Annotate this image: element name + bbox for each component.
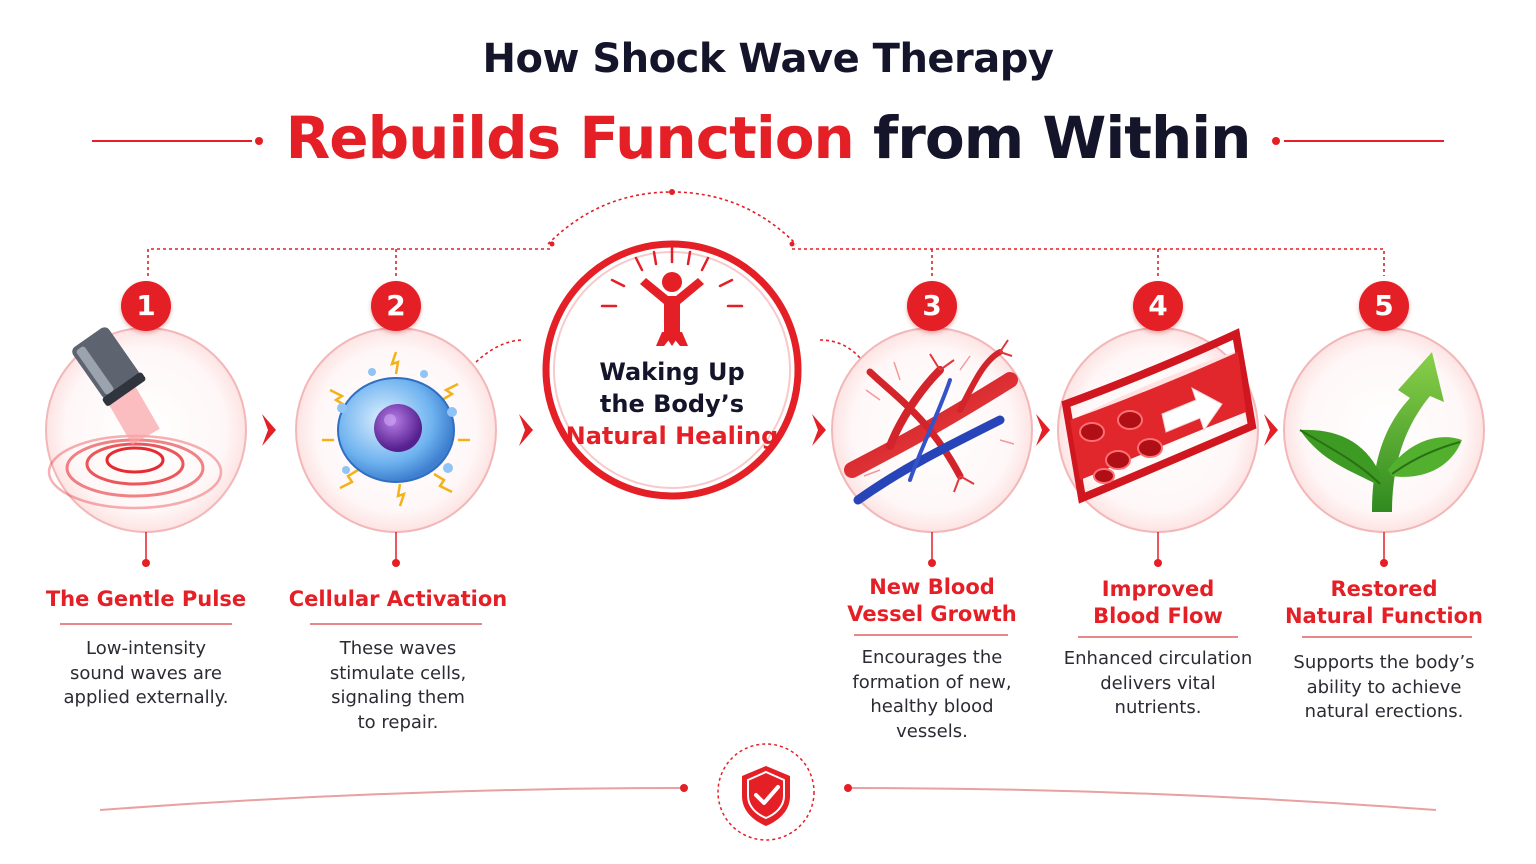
step-2-description: These waves stimulate cells, signaling t…: [329, 638, 467, 733]
center-line-3: Natural Healing: [565, 422, 779, 450]
title-rule-right-dot: [1272, 137, 1280, 145]
step-2-number: 2: [371, 281, 421, 331]
center-line-2: the Body’s: [599, 390, 745, 418]
chevron-right-icon: [262, 414, 276, 446]
title-line-1: How Shock Wave Therapy: [482, 36, 1054, 82]
step-2-label: Cellular Activation: [288, 587, 508, 611]
shockwave-applicator-icon: [47, 327, 223, 510]
sprout-growth-arrow-icon: [1299, 352, 1462, 512]
step-5-label: Restored Natural Function: [1284, 577, 1484, 628]
step-1-label: The Gentle Pulse: [45, 587, 247, 611]
step-3-number: 3: [907, 281, 957, 331]
bracket-dot-right: [789, 241, 795, 247]
step-1-rule: [60, 623, 232, 625]
footer-line-right: [851, 787, 1437, 811]
person-joy-icon: [600, 246, 744, 346]
flow-chevrons: [262, 414, 1278, 446]
top-bracket-dot: [669, 189, 675, 195]
step-4-description: Enhanced circulation delivers vital nutr…: [1063, 648, 1253, 718]
footer-line-left: [99, 787, 685, 811]
step-5-description: Supports the body’s ability to achieve n…: [1293, 652, 1475, 722]
activated-cell-icon: [322, 351, 470, 507]
chevron-right-icon: [1264, 414, 1278, 446]
step-4-number: 4: [1133, 281, 1183, 331]
step-5-number: 5: [1359, 281, 1409, 331]
step-3-description: Encourages the formation of new, healthy…: [852, 647, 1012, 742]
step-5-rule: [1302, 636, 1472, 638]
chevron-right-icon: [812, 414, 826, 446]
step-1-description: Low-intensity sound waves are applied ex…: [63, 638, 229, 708]
step-3-label: New Blood Vessel Growth: [847, 575, 1017, 626]
chevron-right-icon: [519, 414, 533, 446]
chevron-right-icon: [1036, 414, 1050, 446]
bracket-dot-left: [549, 241, 555, 247]
blood-vessels-icon: [844, 339, 1018, 505]
title-line-2: Rebuilds Function from Within: [0, 104, 1536, 172]
title-rule-left-dot: [255, 137, 263, 145]
title-accent: Rebuilds Function: [285, 104, 855, 172]
center-message: Waking Up the Body’s Natural Healing: [556, 356, 788, 452]
step-pins: [145, 532, 1385, 560]
blood-flow-arrow-icon: [1061, 328, 1257, 504]
center-line-1: Waking Up: [599, 358, 745, 386]
step-1-number: 1: [121, 281, 171, 331]
step-4-rule: [1078, 636, 1238, 638]
step-2-rule: [310, 623, 482, 625]
title-rest: from Within: [873, 104, 1251, 172]
step-3-rule: [854, 634, 1008, 636]
step-4-label: Improved Blood Flow: [1093, 577, 1223, 628]
shield-check-icon: [742, 766, 790, 826]
